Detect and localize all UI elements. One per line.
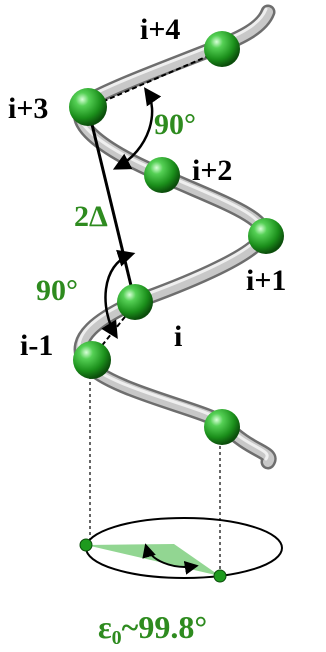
projection-angle-arc	[142, 543, 199, 575]
label-i-plus-1: i+1	[246, 264, 286, 297]
epsilon-formula: ε0~99.8°	[98, 609, 207, 649]
bead-i	[117, 284, 153, 320]
label-i: i	[174, 320, 182, 353]
bead-i-plus-4	[204, 31, 240, 67]
label-i-plus-2: i+2	[192, 154, 232, 187]
angle-arc-left	[101, 249, 136, 339]
angle-label-left: 90°	[36, 274, 78, 307]
label-i-plus-4: i+4	[140, 13, 180, 46]
bead-i-plus-3	[69, 88, 107, 126]
projection-plane	[79, 517, 283, 583]
bead-i-minus-1	[73, 341, 111, 379]
dashed-line-top	[87, 49, 223, 109]
distance-label: 2Δ	[74, 200, 108, 233]
formula-subscript: 0	[112, 627, 122, 649]
angle-arc-top	[112, 87, 162, 170]
formula-symbol: ε	[98, 609, 112, 645]
bead-i-plus-1	[248, 218, 284, 254]
helix-tube	[72, 4, 277, 470]
formula-value: ~99.8°	[122, 609, 207, 645]
bead-i-plus-2	[144, 157, 180, 193]
projection-sector	[86, 544, 220, 576]
projection-point-right	[213, 569, 227, 583]
label-i-plus-3: i+3	[8, 92, 48, 125]
angle-label-top: 90°	[154, 108, 196, 141]
bead-bottom	[204, 409, 240, 445]
label-i-minus-1: i-1	[20, 329, 53, 362]
projection-point-left	[79, 538, 93, 552]
